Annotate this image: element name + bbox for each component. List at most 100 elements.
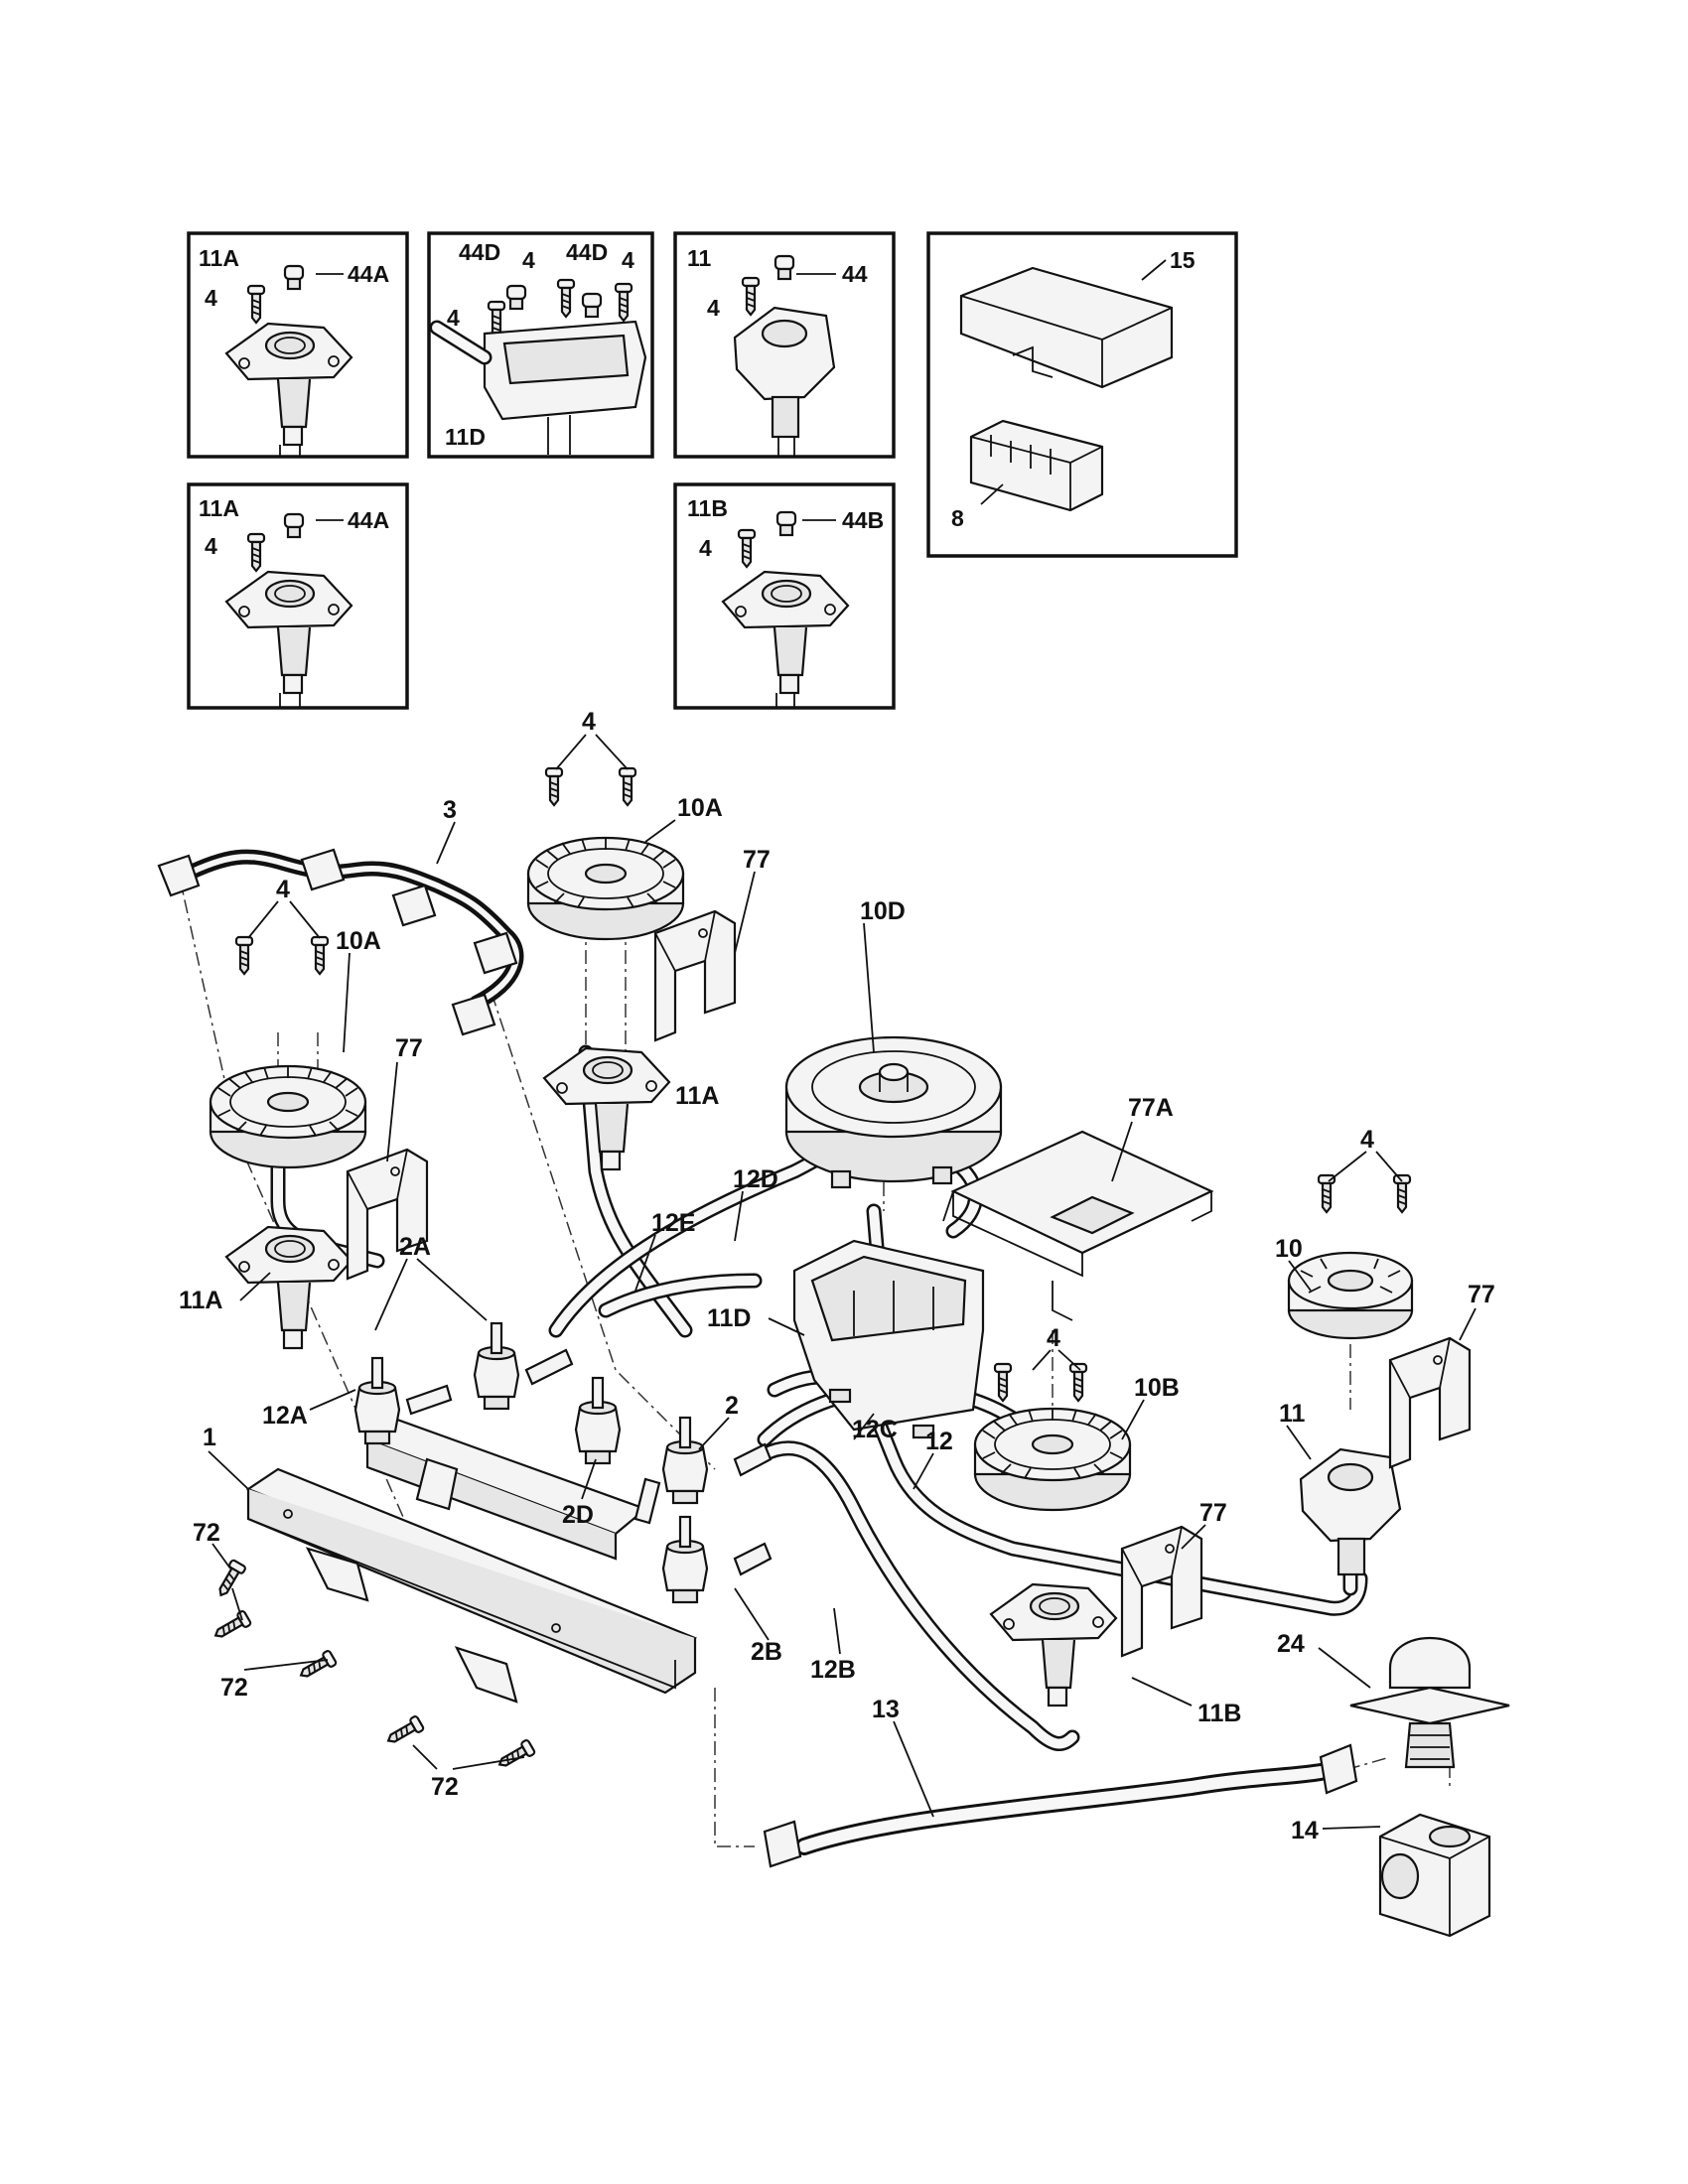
callout-label: 72 [220, 1674, 248, 1702]
valve-icon [661, 1515, 709, 1604]
valve-icon [661, 1416, 709, 1505]
mounting-plate-77a-icon [942, 1130, 1214, 1321]
screw-icon [234, 935, 254, 976]
screw-icon [494, 1737, 537, 1773]
callout-label: 11 [1279, 1400, 1306, 1428]
callout-label: 11A [179, 1287, 222, 1314]
callout-label: 12B [810, 1656, 856, 1684]
cap-icon [283, 512, 305, 539]
callout-labels: 4 10A 3 77 10D 4 10A 77 11A 77A 12D 12E … [179, 708, 1495, 1844]
screw-icon [618, 766, 637, 807]
burner-base-11b-icon [989, 1582, 1118, 1707]
inset-label: 4 [707, 295, 720, 321]
callout-label: 11B [1197, 1700, 1241, 1727]
callout-label: 3 [443, 796, 457, 824]
callout-label: 77 [395, 1034, 423, 1062]
inset-title: 11A [199, 495, 239, 521]
screw-icon [212, 1558, 248, 1600]
screw-icon [993, 1362, 1013, 1403]
burner-10b-icon [973, 1407, 1132, 1512]
callout-label: 11A [675, 1082, 719, 1110]
burner-10a-left-icon [209, 1064, 367, 1169]
fittings [405, 1348, 773, 1576]
callout-label: 4 [1360, 1126, 1374, 1154]
callout-label: 77 [743, 846, 771, 874]
inset-label: 44A [348, 507, 389, 533]
inset-title: 11B [687, 495, 728, 521]
callout-label: 2D [562, 1501, 594, 1529]
callout-label: 12D [733, 1165, 778, 1193]
inset-label: 44 [842, 261, 868, 287]
callout-label: 10B [1134, 1374, 1180, 1402]
spark-module-icon [969, 419, 1104, 512]
wiring-harness [157, 848, 524, 1036]
callout-label: 14 [1291, 1817, 1319, 1844]
callout-label: 4 [276, 876, 290, 903]
burner-10d-icon [784, 1035, 1003, 1189]
burner-10-icon [1287, 1251, 1414, 1340]
callout-label: 10 [1275, 1235, 1303, 1263]
screw-icon [310, 935, 330, 976]
callout-label: 2 [725, 1392, 739, 1420]
callout-label: 12A [262, 1402, 308, 1430]
screw-icon [1068, 1362, 1088, 1403]
callout-label: 4 [1047, 1324, 1060, 1352]
callout-label: 72 [431, 1773, 459, 1801]
inset-title: 11D [445, 424, 486, 450]
cap-icon [505, 284, 527, 311]
bracket-77-top-icon [653, 909, 737, 1042]
inset-label: 44A [348, 261, 389, 287]
burner-base-icon [733, 306, 836, 401]
inset-label: 4 [205, 533, 217, 559]
callout-label: 10A [677, 794, 723, 822]
bracket-77-center-icon [1120, 1525, 1203, 1658]
inset-label: 44D [459, 239, 500, 265]
callout-label: 77A [1128, 1094, 1174, 1122]
cap-icon [775, 510, 797, 537]
callout-label: 12E [651, 1209, 695, 1237]
callout-label: 2B [751, 1638, 782, 1666]
valve-icon [473, 1321, 520, 1411]
screw-icon [383, 1713, 426, 1749]
orifice-fitting-24-icon [1349, 1637, 1510, 1769]
callout-label: 12 [925, 1428, 953, 1455]
callout-label: 13 [872, 1696, 900, 1723]
manifold-pipe [245, 1418, 697, 1704]
inset-label: 4 [205, 285, 217, 311]
inset-label: 15 [1170, 247, 1196, 273]
callout-label: 77 [1468, 1281, 1495, 1308]
screw-icon [544, 766, 564, 807]
burner-10a-top-icon [526, 836, 685, 941]
burner-base-11a-left-icon [224, 1225, 353, 1350]
inset-label: 4 [699, 535, 712, 561]
inset-title: 11A [199, 245, 239, 271]
callout-label: 1 [203, 1424, 216, 1451]
inset-label: 44D [566, 239, 608, 265]
valve-icon [574, 1376, 622, 1465]
inset-label: 44B [842, 507, 884, 533]
callout-label: 2A [399, 1233, 431, 1261]
inset-11d: 44D 4 44D 4 4 11D [427, 231, 654, 459]
callout-label: 11D [707, 1304, 751, 1332]
callout-label: 77 [1199, 1499, 1227, 1527]
screw-icon [296, 1648, 339, 1684]
callout-label: 10A [336, 927, 381, 955]
pressure-regulator-14-icon [1378, 1813, 1491, 1938]
inset-label: 8 [951, 505, 964, 531]
leader-lines [208, 734, 1477, 1830]
inset-igniter: 15 8 [926, 231, 1238, 558]
callout-label: 12C [852, 1416, 898, 1443]
valve-icon [353, 1356, 401, 1445]
screw-icon [1317, 1173, 1336, 1214]
cap-icon [774, 254, 795, 281]
inset-label: 4 [447, 305, 460, 331]
bracket-77-right-icon [1388, 1336, 1472, 1469]
inset-11a-top: 11A 4 44A [187, 231, 409, 459]
burner-base-11a-top-icon [542, 1046, 671, 1171]
callout-label: 24 [1277, 1630, 1305, 1658]
inset-11b: 11B 4 44B [673, 482, 896, 710]
inset-label: 4 [622, 247, 634, 273]
inset-label: 4 [522, 247, 535, 273]
inset-title: 11 [687, 245, 712, 271]
